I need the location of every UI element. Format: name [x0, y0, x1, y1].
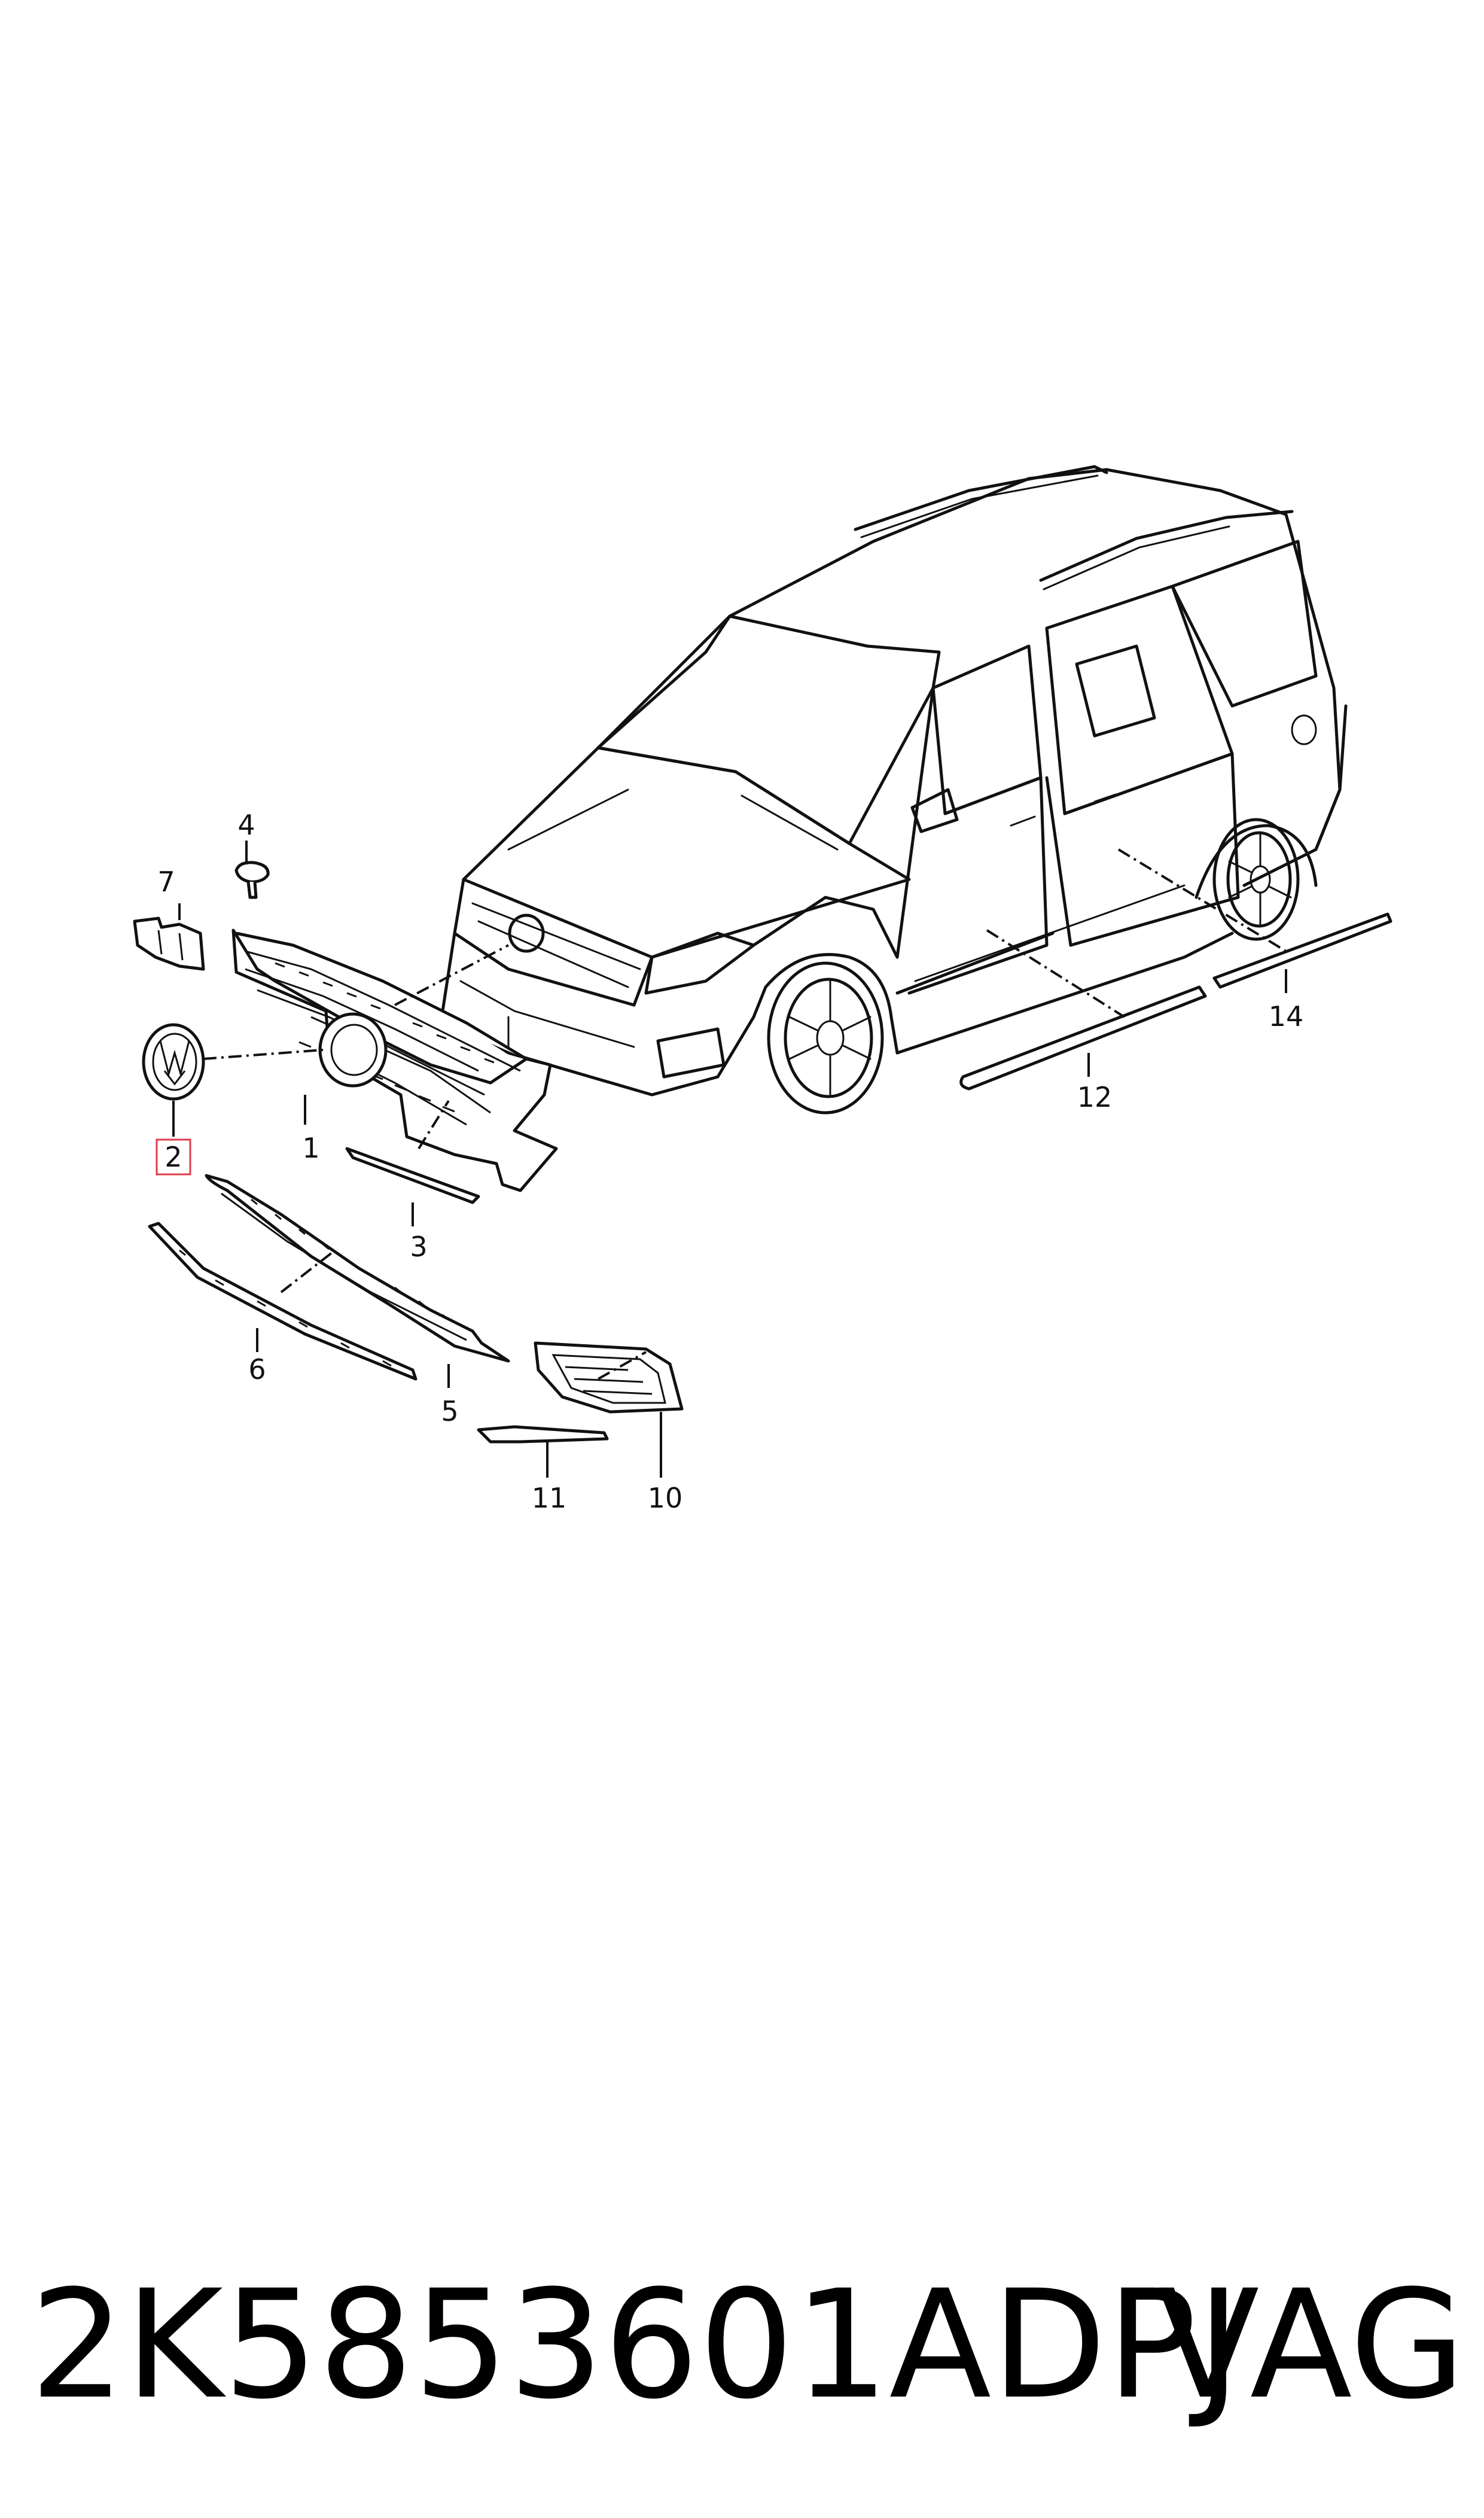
part-14-rear-moulding: [1212, 912, 1392, 989]
leader-lines: [172, 841, 1287, 1478]
callout-1: 1: [302, 1132, 319, 1164]
part-4-clip: [234, 861, 270, 899]
callout-2: 2: [164, 1141, 182, 1173]
callout-14: 14: [1269, 1000, 1304, 1033]
callout-12: 12: [1077, 1081, 1113, 1113]
callout-4: 4: [237, 809, 255, 841]
brand-name: VAG: [1157, 2258, 1465, 2432]
callout-7: 7: [157, 866, 175, 898]
part-5-lower-grille: [205, 1174, 510, 1363]
callout-6: 6: [248, 1353, 266, 1386]
callout-labels: 2 1 3 4 7 5 6 10 11 12 14: [156, 809, 1304, 1514]
callout-10: 10: [648, 1482, 683, 1514]
vehicle-illustration: [441, 465, 1348, 1115]
callout-2-highlight-box: [156, 1138, 191, 1176]
part-7-bracket: [133, 917, 205, 971]
callout-5: 5: [441, 1395, 458, 1427]
callout-11: 11: [532, 1482, 567, 1514]
footer: 2K5853601ADPJ VAG: [30, 2267, 1465, 2423]
part-10-fog-lamp-grille: [534, 1341, 684, 1414]
part-3-trim-strip: [345, 1147, 480, 1204]
part-number: 2K5853601ADPJ: [30, 2258, 1241, 2432]
part-2-emblem: [142, 1023, 205, 1101]
callout-3: 3: [410, 1231, 427, 1263]
part-12-side-moulding: [959, 985, 1207, 1091]
part-6-lower-trim: [148, 1222, 418, 1381]
part-11-fog-trim: [477, 1425, 609, 1444]
